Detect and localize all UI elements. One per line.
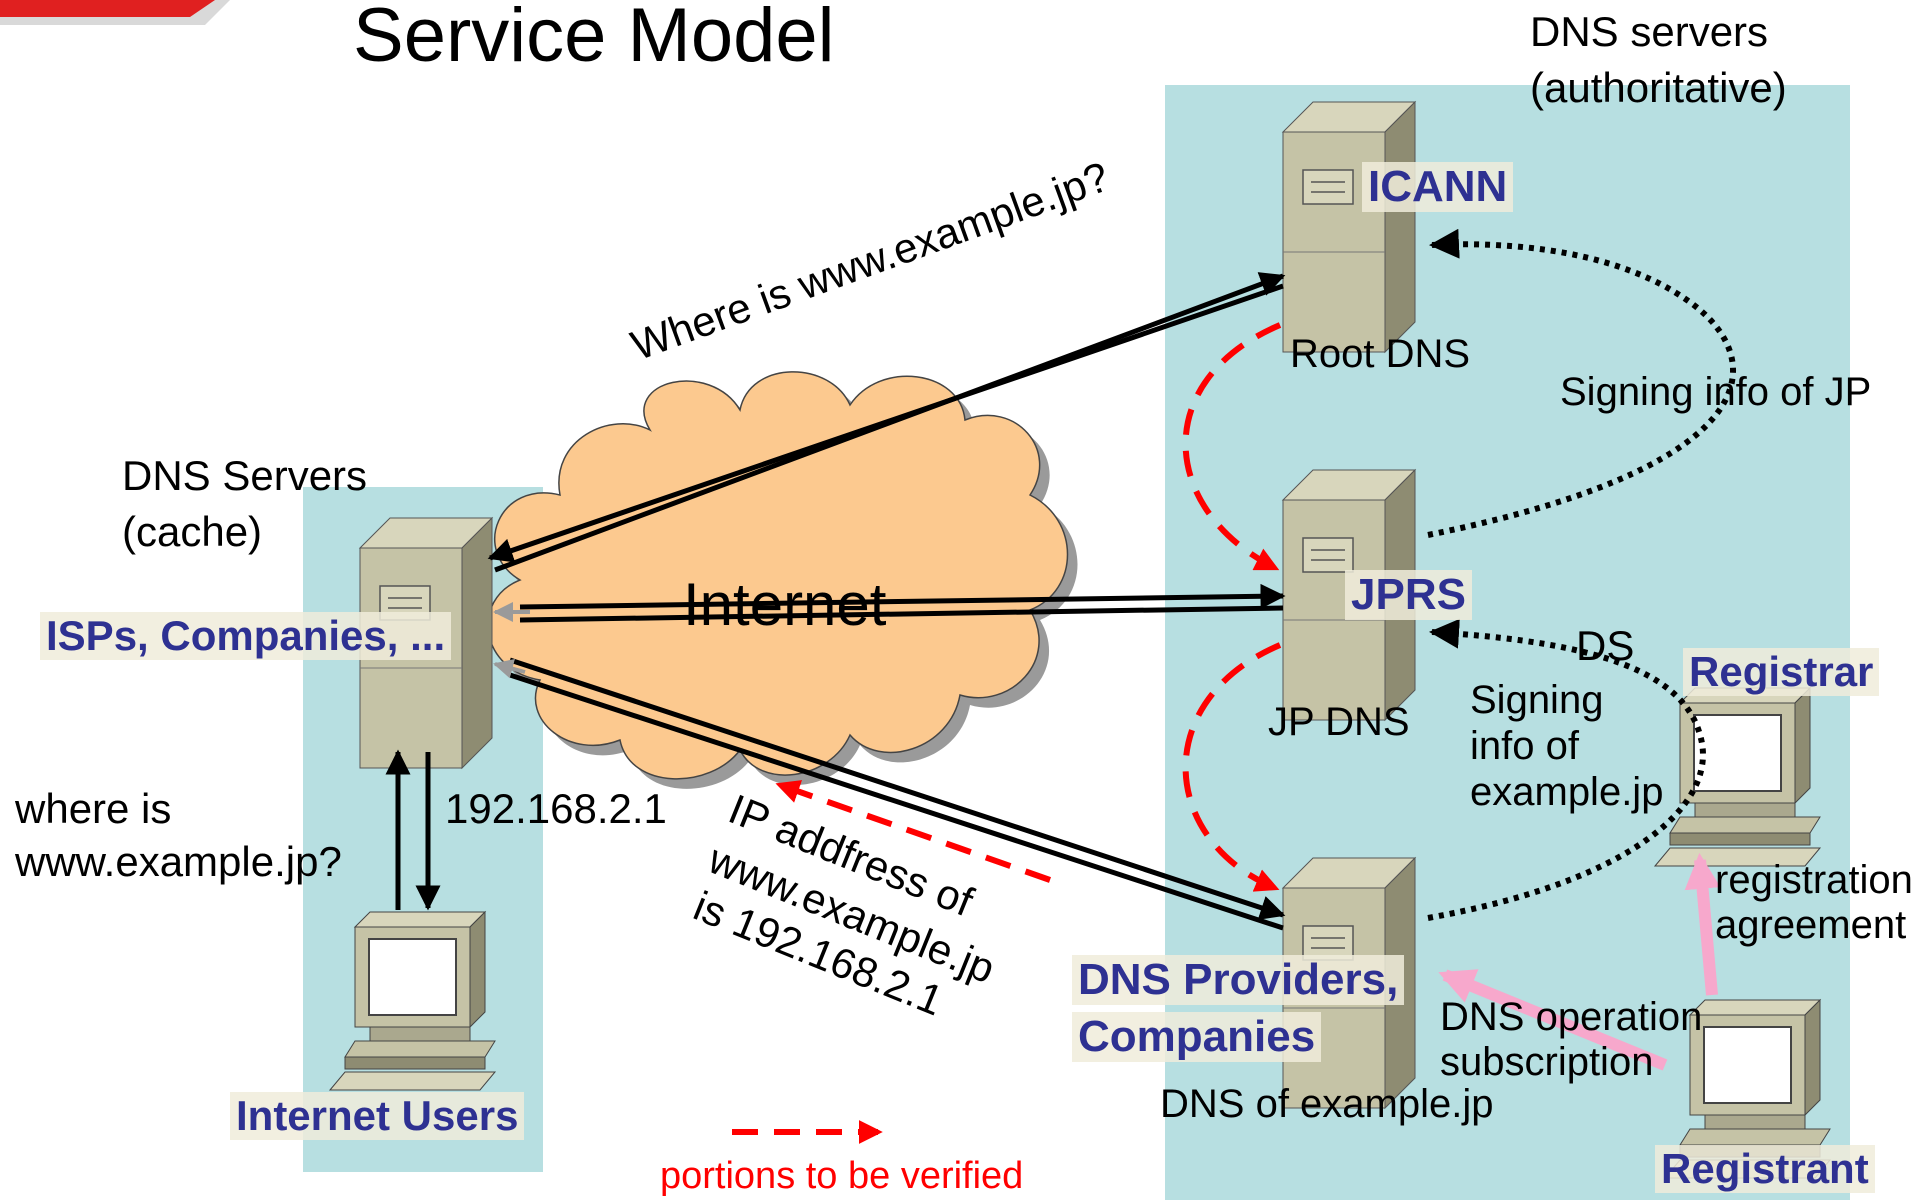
internet-cloud — [487, 371, 1069, 780]
user-query-line2: www.example.jp? — [15, 838, 342, 885]
dns-operation-subscription-arrow — [1438, 969, 1668, 1071]
registrar-label: Registrar — [1683, 648, 1880, 696]
registration-agreement-line2: agreement — [1715, 903, 1907, 947]
jp-owner-label: JPRS — [1345, 570, 1472, 620]
corner-logo — [0, 0, 230, 25]
cache-return-arrows — [493, 602, 530, 679]
cache-panel-heading-line1: DNS Servers — [122, 452, 368, 499]
auth-panel-heading-line1: DNS servers — [1530, 8, 1769, 55]
signing-example-line1: Signing — [1470, 678, 1604, 722]
internet-users-label: Internet Users — [230, 1092, 525, 1140]
internet-user-pc-icon — [329, 911, 496, 1091]
answer-ip-label: 192.168.2.1 — [445, 785, 667, 832]
cache-panel-heading-line2: (cache) — [122, 508, 263, 555]
example-owner-label-line1: DNS Providers, — [1072, 955, 1405, 1005]
internet-label: Internet — [683, 571, 887, 638]
ds-label: DS — [1576, 622, 1635, 669]
cache-operator-label: ISPs, Companies, ... — [40, 612, 452, 660]
page-title: Service Model — [353, 0, 835, 78]
query-to-jp-arrow — [519, 583, 1286, 623]
auth-panel-heading-line2: (authoritative) — [1530, 64, 1787, 111]
example-owner-label-line2: Companies — [1072, 1012, 1322, 1062]
verify-root-to-jp-arrow — [1182, 322, 1282, 571]
signing-jp-dotted-arrow — [1427, 228, 1736, 538]
signing-example-line3: example.jp — [1470, 770, 1664, 814]
signing-example-line2: info of — [1470, 724, 1579, 768]
jp-dns-name: JP DNS — [1268, 700, 1410, 744]
root-dns-server-icon — [1282, 101, 1416, 353]
root-dns-name: Root DNS — [1290, 332, 1471, 376]
signing-example-dotted-arrow — [1427, 618, 1706, 921]
signing-jp-label: Signing info of JP — [1560, 370, 1872, 414]
example-dns-name: DNS of example.jp — [1160, 1082, 1494, 1126]
dns-operation-line2: subscription — [1440, 1040, 1654, 1084]
query-to-root-arrow — [487, 272, 1286, 573]
registrant-label: Registrant — [1655, 1145, 1875, 1193]
verify-jp-to-example-arrow — [1182, 642, 1282, 892]
query-to-example-arrow — [509, 657, 1286, 931]
registration-agreement-line1: registration — [1715, 858, 1913, 902]
user-query-line1: where is — [15, 785, 172, 832]
registrar-pc-icon — [1654, 687, 1821, 867]
legend-label: portions to be verified — [660, 1155, 1024, 1197]
verify-answer-arrow — [775, 780, 1051, 883]
dns-operation-line1: DNS operation — [1440, 995, 1703, 1039]
registration-agreement-arrow — [1684, 852, 1721, 996]
root-owner-label: ICANN — [1362, 162, 1514, 212]
